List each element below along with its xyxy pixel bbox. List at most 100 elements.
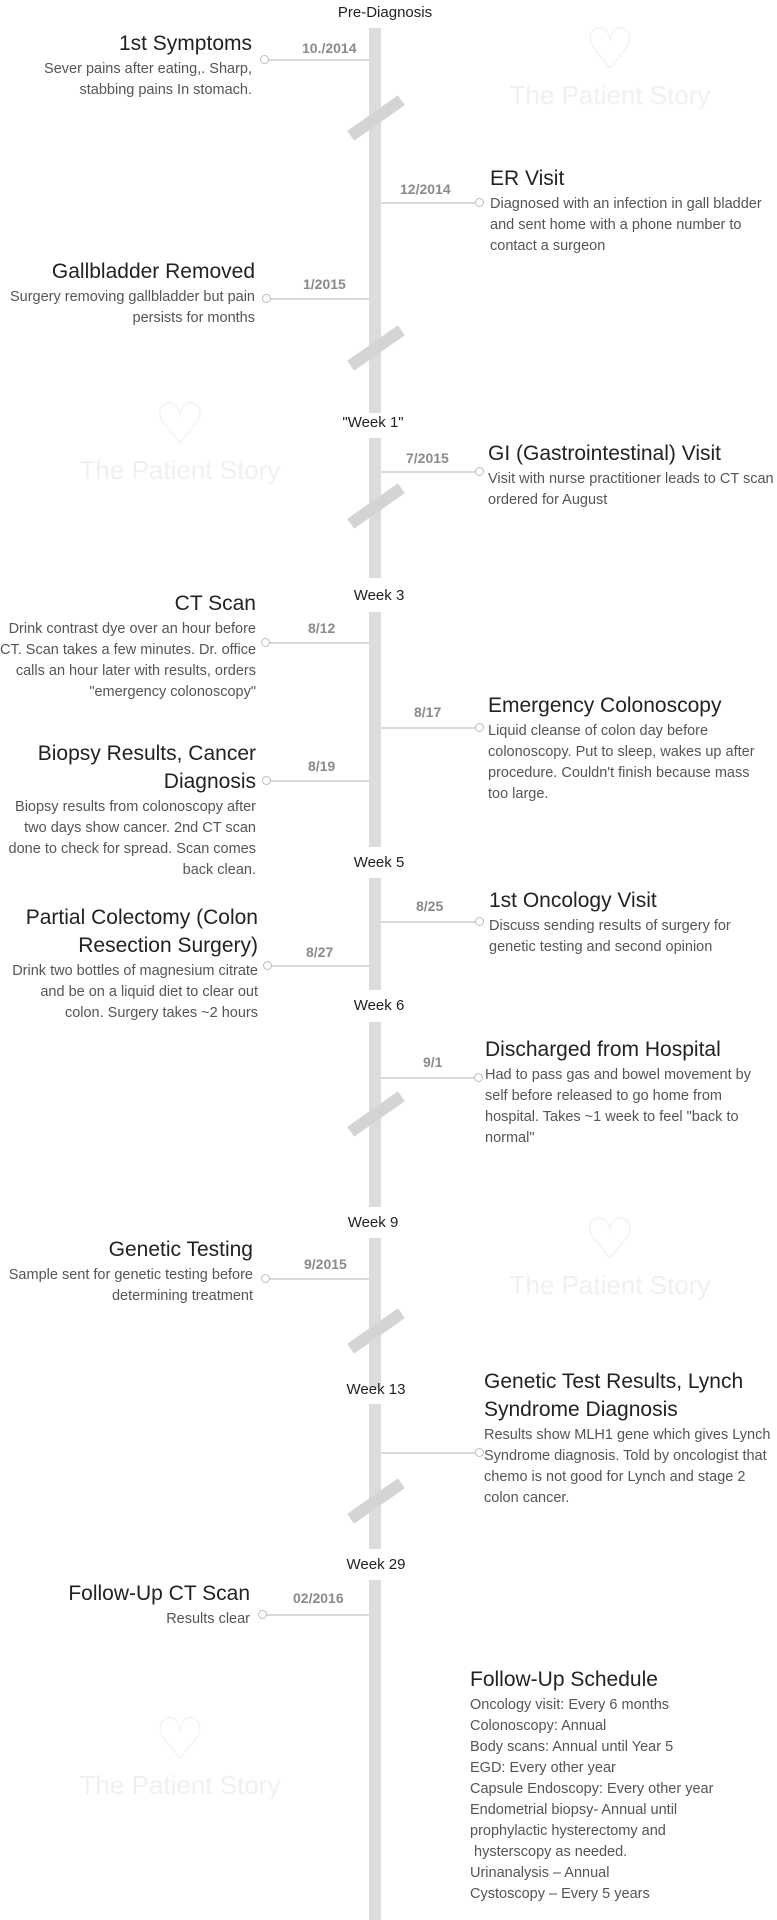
event-title: Genetic Testing bbox=[108, 1238, 253, 1261]
event-dot bbox=[263, 961, 272, 970]
event-description: Surgery removing gallbladder but pain pe… bbox=[9, 289, 255, 326]
timeline-event: Biopsy Results, Cancer Diagnosis Biopsy … bbox=[0, 740, 256, 881]
schedule-line: Cystoscopy – Every 5 years bbox=[470, 1886, 650, 1902]
event-connector bbox=[381, 1452, 479, 1454]
event-dot bbox=[260, 55, 269, 64]
event-connector bbox=[265, 1278, 369, 1280]
event-dot bbox=[258, 1610, 267, 1619]
phase-label: Week 13 bbox=[346, 1381, 406, 1398]
schedule-title: Follow-Up Schedule bbox=[470, 1668, 658, 1691]
event-date: 9/2015 bbox=[304, 1256, 347, 1272]
watermark-text: The Patient Story bbox=[509, 1270, 711, 1300]
event-dot bbox=[475, 198, 484, 207]
event-date: 7/2015 bbox=[406, 450, 449, 466]
event-date: 8/25 bbox=[416, 898, 444, 914]
event-description: Liquid cleanse of colon day before colon… bbox=[488, 723, 755, 802]
event-connector bbox=[265, 642, 369, 644]
watermark: ♡ The Patient Story bbox=[40, 1710, 320, 1801]
watermark: ♡ The Patient Story bbox=[40, 395, 320, 486]
schedule-line: Body scans: Annual until Year 5 bbox=[470, 1739, 674, 1755]
event-title: Follow-Up CT Scan bbox=[68, 1582, 250, 1605]
event-date: 02/2016 bbox=[293, 1590, 344, 1606]
event-dot bbox=[475, 917, 484, 926]
watermark-text: The Patient Story bbox=[79, 455, 281, 485]
event-date: 1/2015 bbox=[303, 276, 346, 292]
event-description: Discuss sending results of surgery for g… bbox=[489, 918, 731, 955]
event-connector bbox=[267, 965, 369, 967]
event-date: 8/12 bbox=[308, 620, 336, 636]
event-dot bbox=[475, 1448, 484, 1457]
event-description: Sever pains after eating,. Sharp, stabbi… bbox=[44, 61, 252, 98]
follow-up-schedule: Follow-Up Schedule Oncology visit: Every… bbox=[470, 1666, 770, 1905]
event-connector bbox=[381, 471, 479, 473]
event-title: Discharged from Hospital bbox=[485, 1038, 721, 1061]
timeline-event: CT Scan Drink contrast dye over an hour … bbox=[0, 590, 256, 703]
event-description: Had to pass gas and bowel movement by se… bbox=[485, 1067, 751, 1146]
event-description: Results clear bbox=[166, 1611, 250, 1627]
event-dot bbox=[261, 638, 270, 647]
timeline-event: Genetic Test Results, Lynch Syndrome Dia… bbox=[484, 1368, 776, 1509]
timeline-spine bbox=[369, 1238, 381, 1388]
event-title: Genetic Test Results, Lynch Syndrome Dia… bbox=[484, 1370, 744, 1421]
event-date: 8/27 bbox=[306, 944, 334, 960]
watermark: ♡ The Patient Story bbox=[470, 20, 750, 111]
watermark: ♡ The Patient Story bbox=[470, 1210, 750, 1301]
phase-label: Week 9 bbox=[347, 1214, 399, 1231]
schedule-line: hysterscopy as needed. bbox=[470, 1844, 628, 1860]
event-connector bbox=[266, 298, 369, 300]
event-dot bbox=[261, 1274, 270, 1283]
event-description: Sample sent for genetic testing before d… bbox=[8, 1267, 253, 1304]
event-dot bbox=[475, 723, 484, 732]
event-connector bbox=[381, 727, 479, 729]
watermark-text: The Patient Story bbox=[79, 1770, 281, 1800]
event-title: Gallbladder Removed bbox=[51, 260, 255, 283]
event-date: 12/2014 bbox=[400, 181, 451, 197]
watermark-text: The Patient Story bbox=[509, 80, 711, 110]
event-title: 1st Oncology Visit bbox=[489, 889, 657, 912]
event-description: Drink contrast dye over an hour before C… bbox=[0, 621, 257, 700]
timeline-event: Follow-Up CT Scan Results clear bbox=[0, 1580, 250, 1630]
schedule-line: Oncology visit: Every 6 months bbox=[470, 1697, 670, 1713]
timeline-spine bbox=[369, 878, 381, 990]
heart-hands-icon: ♡ bbox=[154, 392, 206, 457]
timeline-event: Emergency Colonoscopy Liquid cleanse of … bbox=[488, 692, 773, 805]
event-dot bbox=[262, 776, 271, 785]
event-title: Partial Colectomy (Colon Resection Surge… bbox=[25, 906, 258, 957]
phase-label: Week 6 bbox=[353, 997, 405, 1014]
event-connector bbox=[264, 59, 369, 61]
event-title: ER Visit bbox=[490, 167, 565, 190]
schedule-line: Colonoscopy: Annual bbox=[470, 1718, 607, 1734]
event-dot bbox=[262, 294, 271, 303]
event-description: Diagnosed with an infection in gall blad… bbox=[490, 196, 762, 254]
timeline-event: ER Visit Diagnosed with an infection in … bbox=[490, 165, 775, 257]
heart-hands-icon: ♡ bbox=[154, 1707, 206, 1772]
event-connector bbox=[381, 1077, 478, 1079]
event-date: 10./2014 bbox=[302, 40, 357, 56]
phase-label: Pre-Diagnosis bbox=[337, 4, 433, 21]
schedule-line: Urinanalysis – Annual bbox=[470, 1865, 610, 1881]
event-description: Biopsy results from colonoscopy after tw… bbox=[8, 799, 256, 878]
event-connector bbox=[262, 1614, 369, 1616]
heart-hands-icon: ♡ bbox=[584, 17, 636, 82]
timeline-event: 1st Oncology Visit Discuss sending resul… bbox=[489, 887, 776, 958]
timeline-event: Genetic Testing Sample sent for genetic … bbox=[0, 1236, 253, 1307]
event-dot bbox=[474, 1073, 483, 1082]
event-title: GI (Gastrointestinal) Visit bbox=[488, 442, 722, 465]
timeline-event: Gallbladder Removed Surgery removing gal… bbox=[0, 258, 255, 329]
timeline-spine bbox=[369, 1580, 381, 1920]
event-connector bbox=[381, 202, 479, 204]
phase-label: "Week 1" bbox=[342, 414, 404, 431]
heart-hands-icon: ♡ bbox=[584, 1207, 636, 1272]
event-description: Results show MLH1 gene which gives Lynch… bbox=[484, 1427, 771, 1506]
event-title: CT Scan bbox=[174, 592, 256, 615]
schedule-line: Capsule Endoscopy: Every other year bbox=[470, 1781, 714, 1797]
phase-label: Week 3 bbox=[353, 587, 405, 604]
timeline-event: GI (Gastrointestinal) Visit Visit with n… bbox=[488, 440, 777, 511]
event-description: Drink two bottles of magnesium citrate a… bbox=[12, 963, 258, 1021]
event-date: 9/1 bbox=[423, 1054, 443, 1070]
timeline-event: Partial Colectomy (Colon Resection Surge… bbox=[0, 904, 258, 1024]
phase-label: Week 29 bbox=[346, 1556, 406, 1573]
event-title: Biopsy Results, Cancer Diagnosis bbox=[37, 742, 256, 793]
event-date: 8/19 bbox=[308, 758, 336, 774]
